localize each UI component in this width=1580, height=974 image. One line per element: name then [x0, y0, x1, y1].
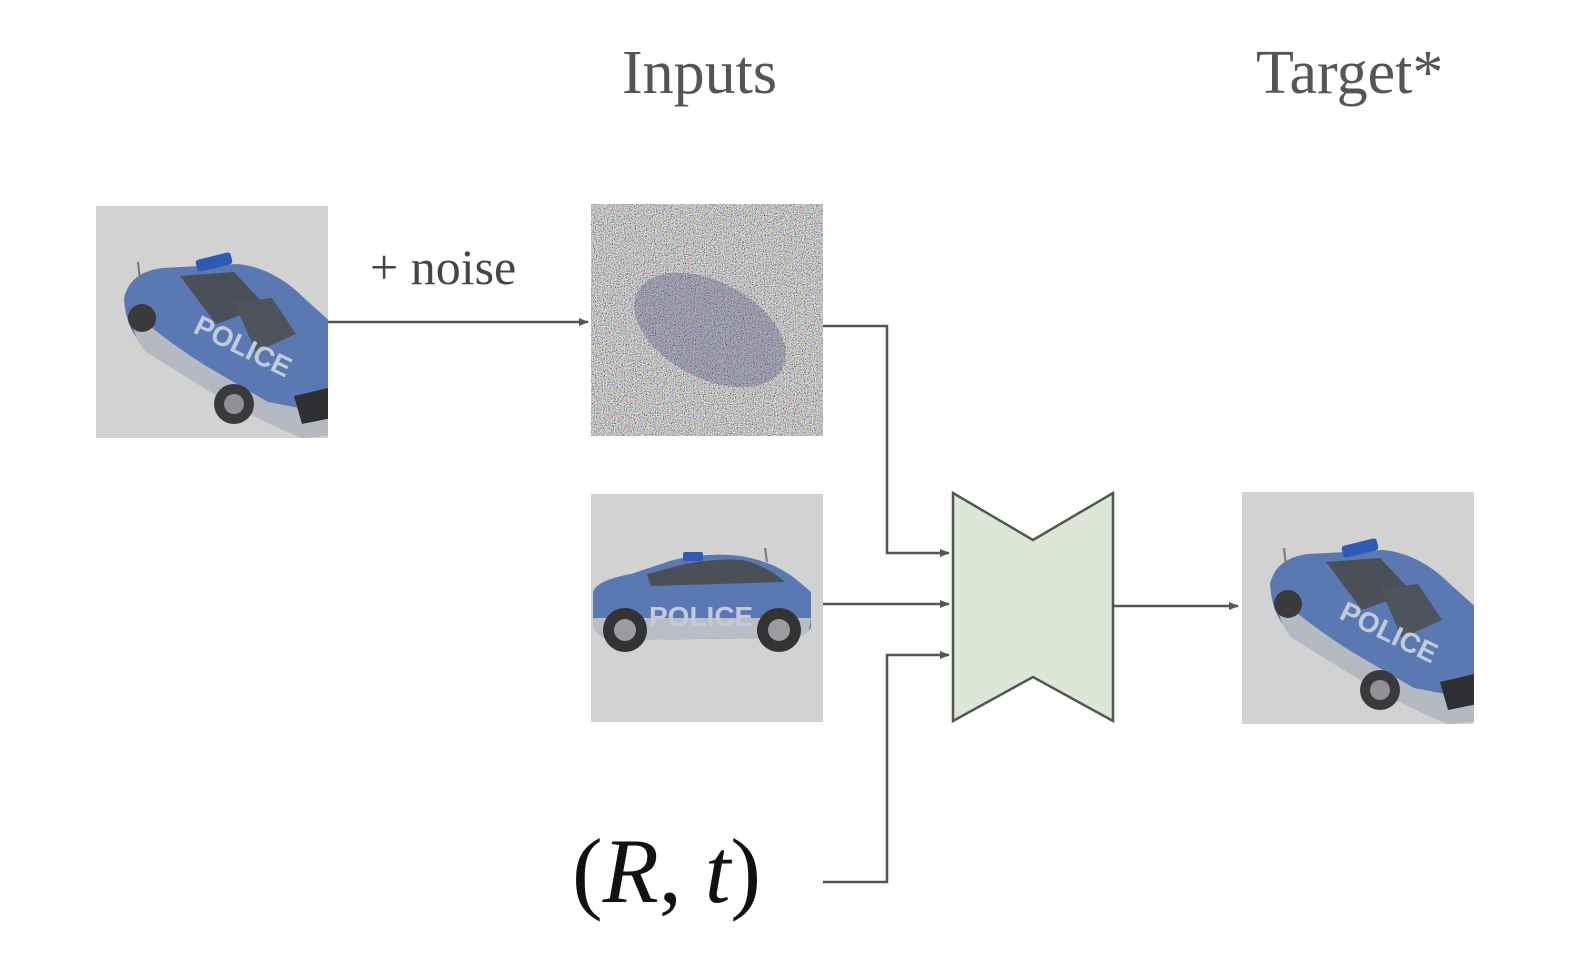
- network-block: [951, 490, 1115, 724]
- pose-comma: ,: [658, 820, 705, 922]
- inputs-title: Inputs: [622, 39, 777, 107]
- source-car-image: POLICE: [96, 206, 328, 438]
- pose-rotation-symbol: R: [602, 820, 659, 922]
- side-view-car-image: POLICE: [591, 494, 823, 722]
- pose-open-paren: (: [572, 820, 603, 922]
- side-view-car-text: POLICE: [649, 601, 753, 632]
- pose-label: (R, t): [572, 818, 761, 924]
- pose-input-arrow: [823, 651, 950, 884]
- target-car-image: POLICE: [1242, 492, 1474, 724]
- noise-label: + noise: [370, 239, 517, 295]
- pose-translation-symbol: t: [704, 820, 731, 922]
- target-title: Target*: [1256, 39, 1444, 107]
- noisy-input-arrow: [823, 324, 950, 557]
- noisy-input-image: [591, 204, 823, 436]
- pose-close-paren: ): [730, 820, 762, 922]
